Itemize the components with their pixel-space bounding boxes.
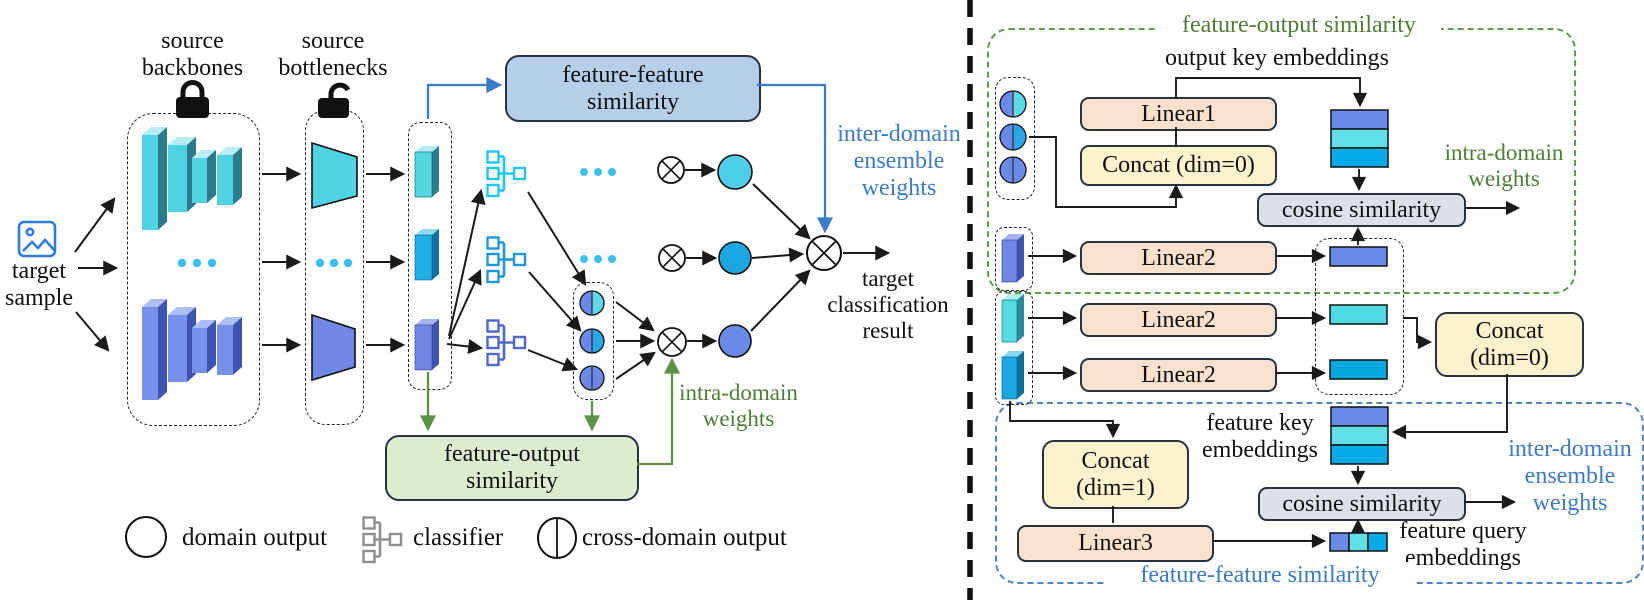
concat-dim0-inline-box: Concat (dim=0) — [1080, 145, 1277, 186]
target-classification-result-label: target classification result — [827, 266, 949, 343]
legend-classifier-label: classifier — [413, 524, 504, 551]
target-sample-icon — [17, 220, 57, 258]
target-sample-label: target sample — [5, 258, 73, 311]
concat-dim0-box: Concat (dim=0) — [1435, 312, 1584, 377]
feature-feature-similarity-box: feature-feature similarity — [505, 55, 761, 122]
target-features-box — [408, 122, 452, 390]
legend-domain-output-icon — [125, 516, 167, 558]
output-key-embeddings-label: output key embeddings — [1165, 45, 1389, 71]
domain-output-blue — [718, 241, 752, 275]
classifier-icon-teal — [486, 150, 527, 198]
feature-feature-similarity-title: feature-feature similarity — [1104, 562, 1416, 589]
linear3-box: Linear3 — [1017, 525, 1214, 562]
source-bottlenecks-label: source bottlenecks — [278, 28, 388, 81]
legend-cross-domain-icon — [537, 517, 577, 559]
inter-domain-weights-label-left: inter-domain ensemble weights — [837, 121, 961, 201]
classifier-icon-purple — [486, 319, 527, 367]
linear2-box-2: Linear2 — [1080, 303, 1277, 337]
domain-output-teal — [717, 154, 753, 190]
legend-domain-output-label: domain output — [182, 524, 328, 551]
source-backbones-box — [127, 113, 260, 426]
cosine-similarity-box-bottom: cosine similarity — [1258, 487, 1466, 521]
feature-bar-box-2 — [995, 291, 1033, 405]
linear1-box: Linear1 — [1080, 97, 1277, 131]
inter-domain-weights-label-right: inter-domain ensemble weights — [1508, 436, 1632, 516]
domain-output-purple — [718, 324, 752, 358]
classifier-icon-blue — [486, 236, 527, 284]
feature-bar-box-1 — [995, 227, 1033, 291]
source-bottlenecks-box — [305, 110, 364, 425]
feature-key-embeddings-label: feature key embeddings — [1202, 410, 1318, 463]
linear2-box-1: Linear2 — [1080, 241, 1277, 275]
legend-cross-domain-label: cross-domain output — [582, 524, 787, 551]
feature-output-similarity-title: feature-output similarity — [1157, 12, 1441, 39]
feature-output-similarity-box: feature-output similarity — [385, 435, 639, 501]
linear2-outputs-box — [1315, 238, 1404, 395]
intra-domain-weights-label-left: intra-domain weights — [679, 380, 798, 431]
cross-domain-outputs-box — [573, 282, 614, 400]
intra-domain-weights-label-right: intra-domain weights — [1444, 140, 1564, 191]
classifier-icon-legend — [362, 516, 403, 564]
feature-query-embeddings-label: feature query embeddings — [1399, 518, 1527, 571]
source-backbones-label: source backbones — [141, 28, 244, 81]
cosine-similarity-box-top: cosine similarity — [1257, 193, 1466, 227]
linear2-box-3: Linear2 — [1080, 358, 1277, 392]
concat-dim1-box: Concat (dim=1) — [1042, 440, 1189, 509]
cross-domain-outputs-box-right — [995, 77, 1035, 200]
